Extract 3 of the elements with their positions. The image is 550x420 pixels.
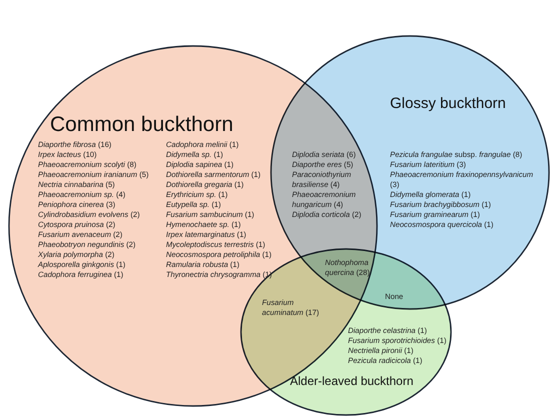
set-title: Glossy buckthorn <box>390 95 506 112</box>
set-title: Common buckthorn <box>50 113 234 137</box>
set-title: Alder-leaved buckthorn <box>290 374 414 388</box>
